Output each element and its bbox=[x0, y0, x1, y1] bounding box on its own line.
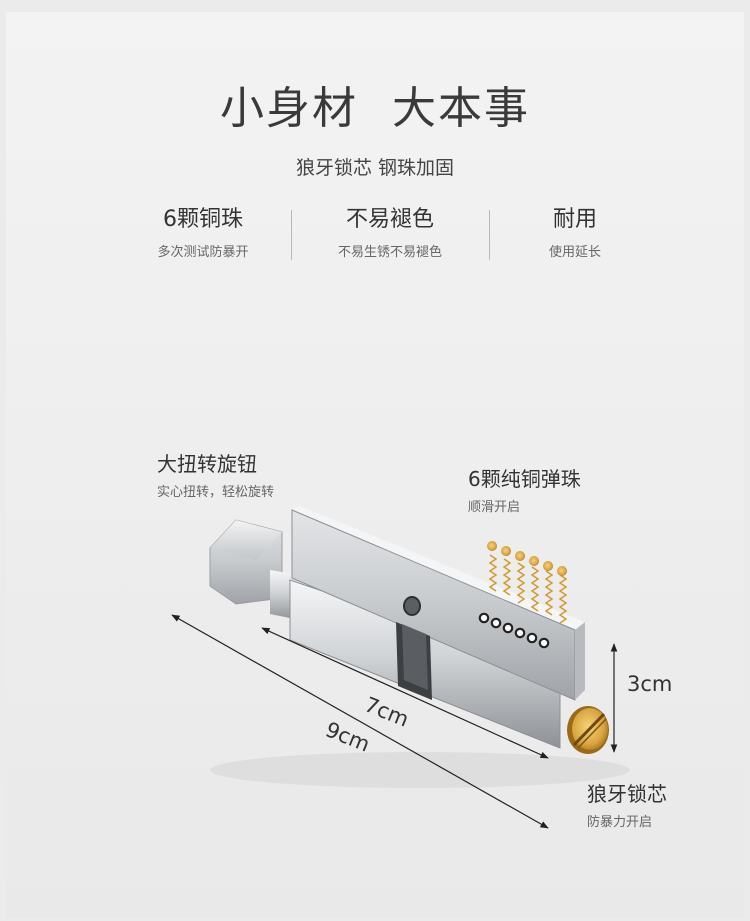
callout-desc: 实心扭转，轻松旋转 bbox=[157, 485, 275, 500]
product-shadow bbox=[210, 752, 630, 788]
dimension-lines bbox=[171, 614, 618, 829]
feature-desc: 不易生锈不易褪色 bbox=[337, 245, 442, 260]
callout-title: 狼牙锁芯 bbox=[587, 782, 667, 806]
feature-divider bbox=[489, 210, 490, 260]
feature-title: 耐用 bbox=[552, 207, 597, 232]
dimension-line-9cm bbox=[171, 614, 549, 829]
copper-springs bbox=[488, 554, 568, 624]
feature-divider bbox=[291, 210, 292, 260]
copper-balls bbox=[487, 541, 567, 576]
cylinder-body bbox=[289, 506, 585, 749]
feature-title: 不易褪色 bbox=[345, 207, 434, 232]
page-subtitle: 狼牙锁芯 钢珠加固 bbox=[295, 157, 455, 179]
callout-desc: 防暴力开启 bbox=[587, 815, 653, 830]
feature-copper-pins: 6颗铜珠 多次测试防暴开 bbox=[113, 205, 293, 260]
callout-title: 6颗纯铜弹珠 bbox=[468, 467, 581, 491]
callout-title: 大扭转旋钮 bbox=[157, 452, 257, 476]
callout-pins: 6颗纯铜弹珠 顺滑开启 bbox=[468, 463, 581, 515]
title-left: 小身材 bbox=[220, 83, 358, 134]
turn-knob bbox=[209, 519, 300, 620]
dimension-label-3cm: 3cm bbox=[627, 672, 673, 696]
feature-durable: 耐用 使用延长 bbox=[485, 205, 665, 260]
feature-desc: 使用延长 bbox=[548, 245, 601, 260]
callout-desc: 顺滑开启 bbox=[468, 500, 521, 515]
feature-no-fade: 不易褪色 不易生锈不易褪色 bbox=[300, 205, 480, 260]
page-title: 小身材大本事 bbox=[0, 72, 750, 136]
title-right: 大本事 bbox=[392, 83, 530, 134]
feature-title: 6颗铜珠 bbox=[163, 207, 243, 232]
brass-keyway bbox=[567, 706, 609, 754]
callout-knob: 大扭转旋钮 实心扭转，轻松旋转 bbox=[157, 448, 274, 500]
callout-core: 狼牙锁芯 防暴力开启 bbox=[587, 778, 667, 830]
feature-desc: 多次测试防暴开 bbox=[157, 245, 249, 260]
